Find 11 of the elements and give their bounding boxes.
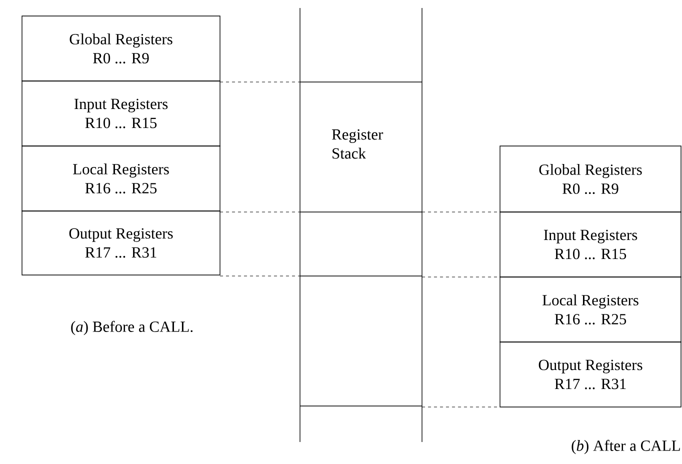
- stack-label: Register Stack: [332, 129, 384, 159]
- caption: (b) After a CALL: [572, 440, 680, 454]
- register-box: Local Registers R16 ... R25: [500, 276, 682, 342]
- register-box: Output Registers R17 ... R31: [22, 210, 220, 276]
- register-box: Global Registers R0 ... R9: [500, 146, 682, 212]
- register-box: Input Registers R10 ... R15: [500, 212, 682, 278]
- register-box: Global Registers R0 ... R9: [22, 16, 220, 82]
- register-box: Input Registers R10 ... R15: [22, 80, 220, 146]
- register-box: Local Registers R16 ... R25: [22, 146, 220, 212]
- register-box: Output Registers R17 ... R31: [500, 342, 682, 408]
- caption: (a) Before a CALL.: [71, 320, 193, 336]
